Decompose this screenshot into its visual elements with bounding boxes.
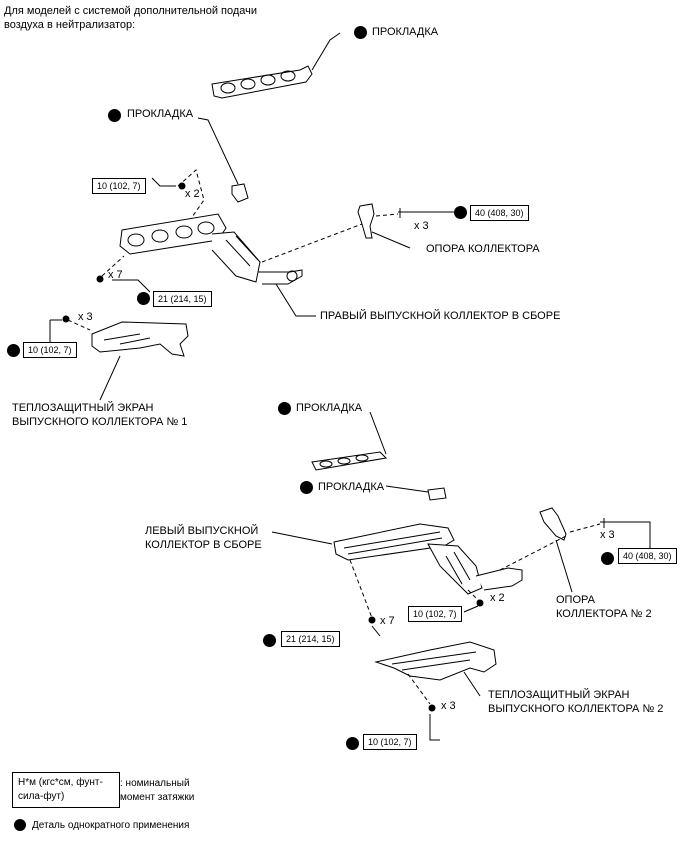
label-gasket-top: ПРОКЛАДКА	[372, 26, 439, 38]
label-left-manifold-line2: КОЛЛЕКТОР В СБОРЕ	[145, 539, 262, 551]
label-manifold-stay-2-line1: ОПОРА	[556, 594, 595, 606]
quantity-label: x 7	[380, 615, 395, 627]
label-heat-insulator-1-line1: ТЕПЛОЗАЩИТНЫЙ ЭКРАН	[12, 402, 154, 414]
torque-box: 40 (408, 30)	[618, 548, 677, 564]
non-reusable-icon	[454, 206, 467, 219]
torque-box: 10 (102, 7)	[23, 342, 77, 358]
right-manifold-shape	[119, 213, 303, 285]
non-reusable-icon	[108, 109, 121, 122]
non-reusable-icon	[601, 552, 614, 565]
quantity-label: x 2	[185, 188, 200, 200]
label-heat-insulator-1-line2: ВЫПУСКНОГО КОЛЛЕКТОРА № 1	[12, 416, 188, 428]
torque-box: 10 (102, 7)	[363, 734, 417, 750]
quantity-label: x 7	[108, 269, 123, 281]
heat-insulator-2-shape	[374, 641, 497, 681]
non-reusable-icon	[346, 737, 359, 750]
quantity-label: x 3	[600, 529, 615, 541]
quantity-label: x 3	[78, 311, 93, 323]
header-line-2: воздуха в нейтрализатор:	[4, 19, 136, 31]
gasket-left-small	[427, 487, 447, 501]
label-heat-insulator-2-line2: ВЫПУСКНОГО КОЛЛЕКТОРА № 2	[488, 703, 664, 715]
label-heat-insulator-2-line1: ТЕПЛОЗАЩИТНЫЙ ЭКРАН	[488, 689, 630, 701]
non-reusable-icon	[278, 402, 291, 415]
legend-torque-box: Н*м (кгс*см, фунт-сила-фут)	[12, 772, 120, 808]
gasket-small-right	[231, 183, 249, 203]
non-reusable-icon	[354, 26, 367, 39]
torque-box: 21 (214, 15)	[281, 631, 340, 647]
torque-box: 10 (102, 7)	[408, 606, 462, 622]
manifold-stay-shape	[357, 203, 375, 239]
legend-torque-desc-line1: : номинальный	[120, 778, 190, 789]
gasket-left-shape	[311, 451, 388, 471]
non-reusable-icon	[7, 344, 20, 357]
torque-box: 10 (102, 7)	[92, 178, 146, 194]
quantity-label: x 2	[490, 592, 505, 604]
manifold-stay-2-shape	[539, 507, 567, 541]
non-reusable-icon	[263, 634, 276, 647]
non-reusable-icon	[137, 292, 150, 305]
label-right-manifold: ПРАВЫЙ ВЫПУСКНОЙ КОЛЛЕКТОР В СБОРЕ	[320, 310, 561, 322]
legend-torque-desc-line2: момент затяжки	[120, 792, 195, 803]
non-reusable-icon	[14, 819, 26, 831]
label-manifold-stay-2-line2: КОЛЛЕКТОРА № 2	[556, 608, 652, 620]
quantity-label: x 3	[414, 220, 429, 232]
non-reusable-icon	[300, 481, 313, 494]
label-manifold-stay: ОПОРА КОЛЛЕКТОРА	[426, 243, 540, 255]
torque-box: 21 (214, 15)	[153, 291, 212, 307]
gasket-right-top	[211, 65, 313, 99]
legend-non-reusable: Деталь однократного применения	[32, 820, 190, 831]
heat-insulator-1-shape	[91, 321, 189, 357]
header-line-1: Для моделей с системой дополнительной по…	[4, 5, 258, 17]
label-left-manifold-line1: ЛЕВЫЙ ВЫПУСКНОЙ	[145, 525, 259, 537]
label-gasket-left-1: ПРОКЛАДКА	[296, 402, 363, 414]
label-gasket-left-2: ПРОКЛАДКА	[318, 481, 385, 493]
left-manifold-shape	[333, 523, 523, 595]
quantity-label: x 3	[441, 700, 456, 712]
torque-box: 40 (408, 30)	[470, 205, 529, 221]
label-gasket-right-mid: ПРОКЛАДКА	[127, 108, 194, 120]
